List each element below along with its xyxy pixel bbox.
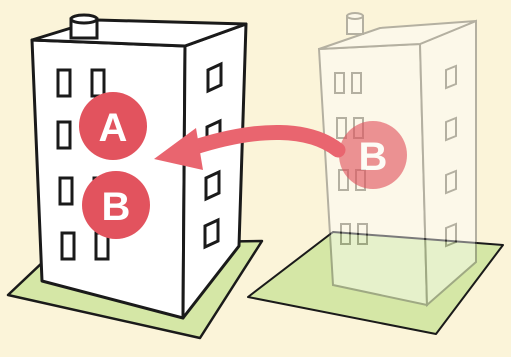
badge-a-letter: A bbox=[99, 106, 128, 150]
ghost-lawn bbox=[247, 231, 504, 335]
ghost-badge-letter: B bbox=[359, 135, 388, 179]
ghost-building-roof bbox=[318, 20, 477, 50]
badge-b-letter: B bbox=[102, 185, 131, 229]
ghost-building-group: B bbox=[247, 12, 504, 335]
main-building-group: A B bbox=[6, 13, 264, 340]
ghost-side-windows bbox=[445, 64, 457, 248]
badge-b-circle bbox=[82, 171, 150, 239]
arrow-shaft bbox=[184, 124, 346, 158]
ghost-building-side bbox=[418, 19, 477, 308]
ghost-badge: B bbox=[339, 121, 407, 189]
arrow-head bbox=[154, 128, 203, 170]
ghost-badge-circle bbox=[339, 121, 407, 189]
ghost-chimney-top bbox=[346, 12, 364, 20]
ghost-chimney bbox=[346, 15, 364, 35]
badge-b: B bbox=[82, 171, 150, 239]
chimney-icon bbox=[69, 13, 99, 40]
arrow-left-icon bbox=[154, 124, 346, 170]
badge-a: A bbox=[79, 92, 147, 160]
badge-a-circle bbox=[79, 92, 147, 160]
